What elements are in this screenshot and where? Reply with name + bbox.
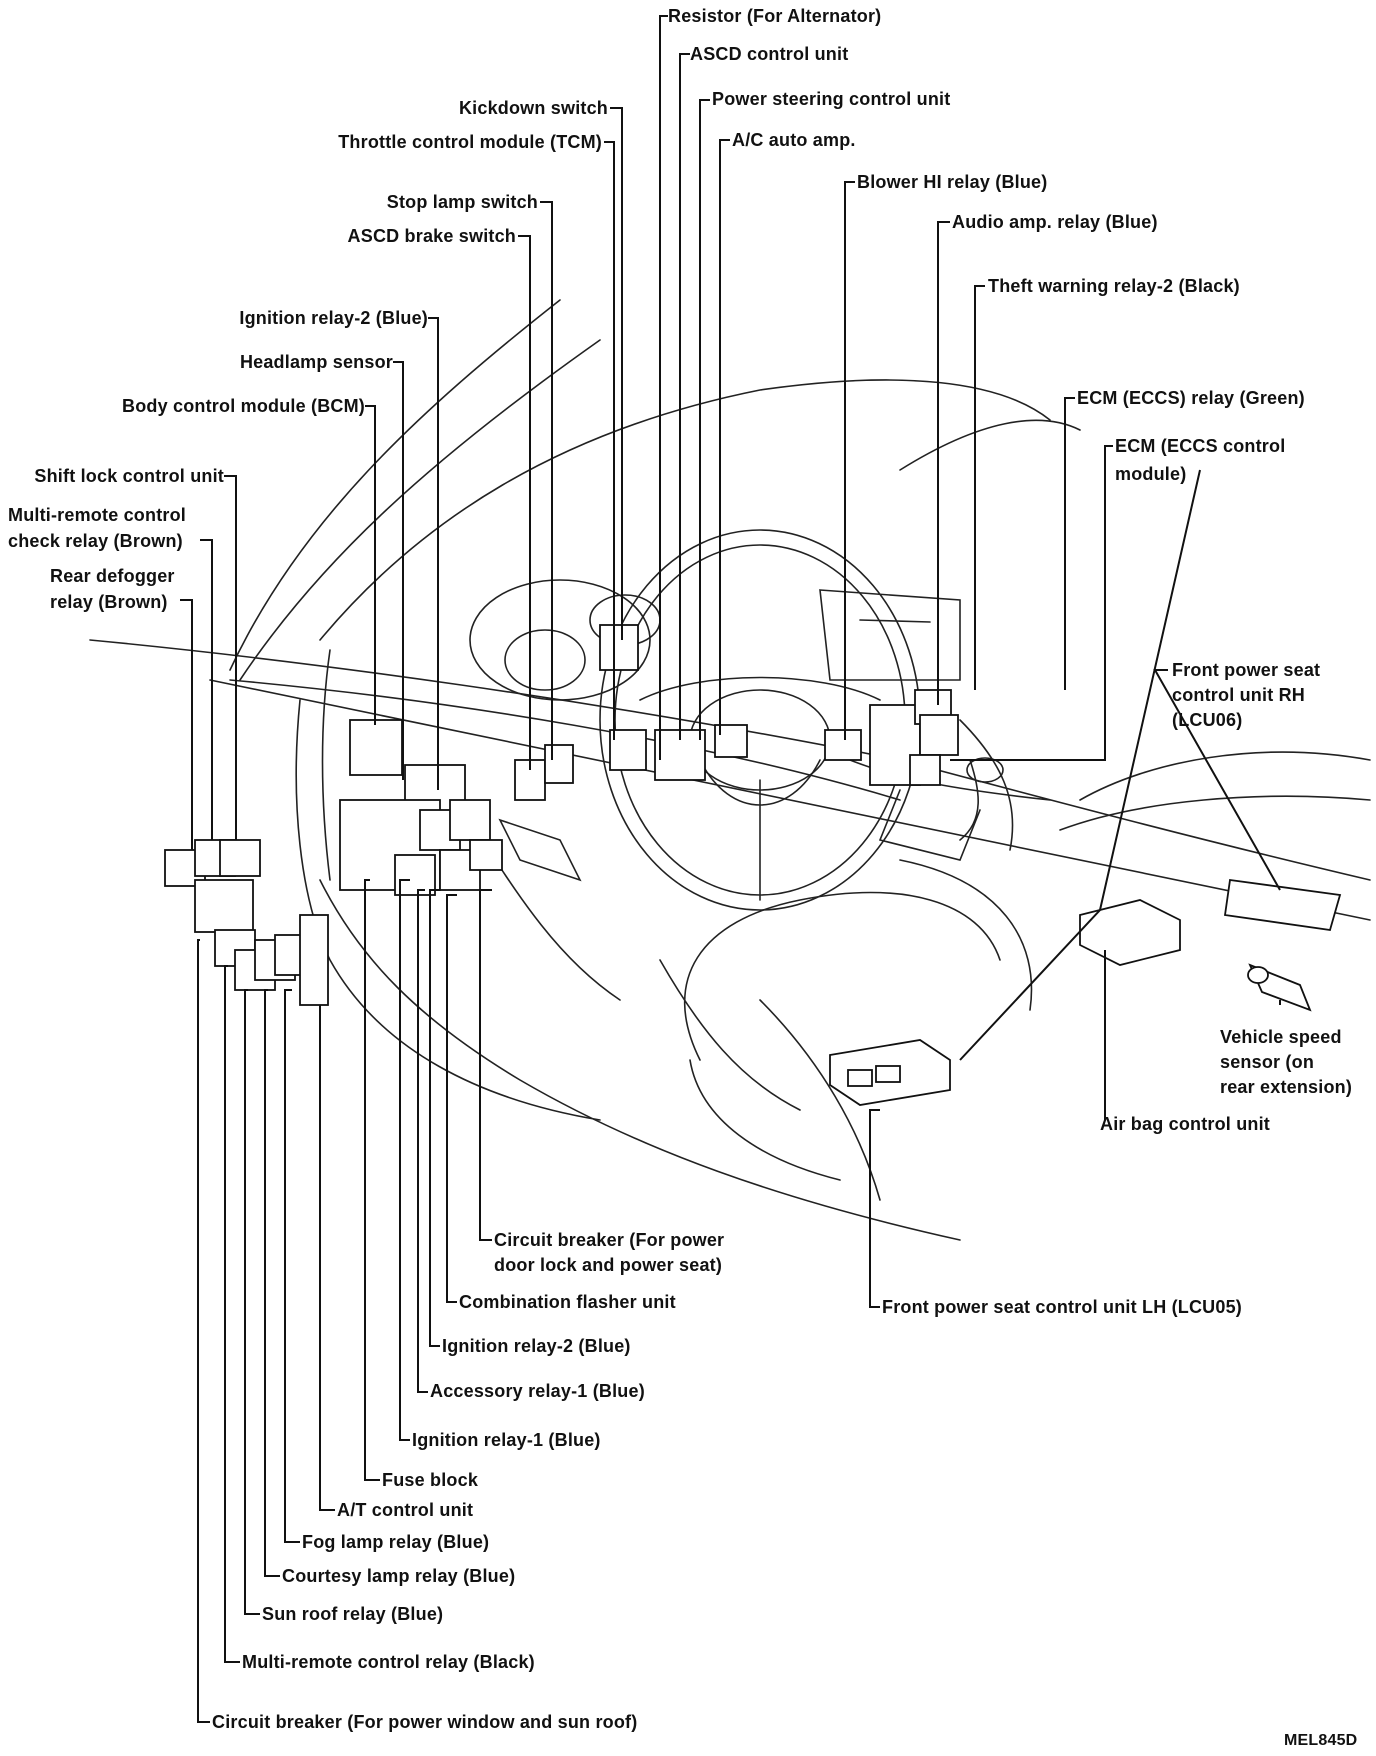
label-throttle-control-module: Throttle control module (TCM) xyxy=(338,132,602,152)
figure-code: MEL845D xyxy=(1284,1732,1358,1749)
label-ecm-eccs-control-module: ECM (ECCS control module) xyxy=(1115,436,1286,484)
label-fog-lamp-relay: Fog lamp relay (Blue) xyxy=(302,1532,490,1552)
front-power-seat-rh-body xyxy=(1223,878,1342,932)
label-ignition-relay-2-top: Ignition relay-2 (Blue) xyxy=(239,308,428,328)
label-air-bag-control-unit: Air bag control unit xyxy=(1100,1114,1270,1134)
label-ignition-relay-1: Ignition relay-1 (Blue) xyxy=(412,1430,601,1450)
label-circuit-breaker-window-roof: Circuit breaker (For power window and su… xyxy=(212,1712,638,1732)
label-audio-amp-relay: Audio amp. relay (Blue) xyxy=(952,212,1158,232)
leader-lines xyxy=(180,15,1281,1723)
label-front-power-seat-lh: Front power seat control unit LH (LCU05) xyxy=(882,1297,1243,1317)
label-sun-roof-relay: Sun roof relay (Blue) xyxy=(262,1604,444,1624)
label-theft-warning-relay-2: Theft warning relay-2 (Black) xyxy=(988,276,1240,296)
label-multi-remote-check-relay: Multi-remote control check relay (Brown) xyxy=(8,505,186,551)
label-headlamp-sensor: Headlamp sensor xyxy=(239,352,393,372)
label-at-control-unit: A/T control unit xyxy=(337,1500,474,1520)
label-ignition-relay-2-bottom: Ignition relay-2 (Blue) xyxy=(442,1336,631,1356)
label-front-power-seat-rh: Front power seat control unit RH (LCU06) xyxy=(1172,660,1321,730)
air-bag-control-unit-body xyxy=(1079,899,1181,966)
label-fuse-block: Fuse block xyxy=(382,1470,479,1490)
label-body-control-module: Body control module (BCM) xyxy=(122,396,365,416)
label-stop-lamp-switch: Stop lamp switch xyxy=(386,192,538,212)
label-rear-defogger-relay: Rear defogger relay (Brown) xyxy=(50,566,175,612)
label-combination-flasher-unit: Combination flasher unit xyxy=(459,1292,676,1312)
label-blower-hi-relay: Blower HI relay (Blue) xyxy=(857,172,1048,192)
label-shift-lock-control-unit: Shift lock control unit xyxy=(34,466,224,486)
label-circuit-breaker-door-seat: Circuit breaker (For power door lock and… xyxy=(494,1230,725,1275)
label-ecm-eccs-relay: ECM (ECCS) relay (Green) xyxy=(1077,388,1305,408)
label-power-steering-control-unit: Power steering control unit xyxy=(712,89,951,109)
shift-lock-unit-body xyxy=(219,839,261,877)
components xyxy=(164,624,1342,1106)
label-ascd-control-unit: ASCD control unit xyxy=(690,44,849,64)
label-ascd-brake-switch: ASCD brake switch xyxy=(347,226,516,246)
relay-bracket-body xyxy=(194,879,254,933)
label-vehicle-speed-sensor: Vehicle speed sensor (on rear extension) xyxy=(1220,1027,1353,1097)
label-accessory-relay-1: Accessory relay-1 (Blue) xyxy=(430,1381,645,1401)
label-multi-remote-control-relay: Multi-remote control relay (Black) xyxy=(242,1652,535,1672)
label-ac-auto-amp: A/C auto amp. xyxy=(732,130,856,150)
tcm-body xyxy=(599,624,639,671)
label-courtesy-lamp-relay: Courtesy lamp relay (Blue) xyxy=(282,1566,516,1586)
label-kickdown-switch: Kickdown switch xyxy=(458,98,608,118)
label-resistor-alternator: Resistor (For Alternator) xyxy=(668,6,882,26)
bcm-body xyxy=(349,719,403,776)
